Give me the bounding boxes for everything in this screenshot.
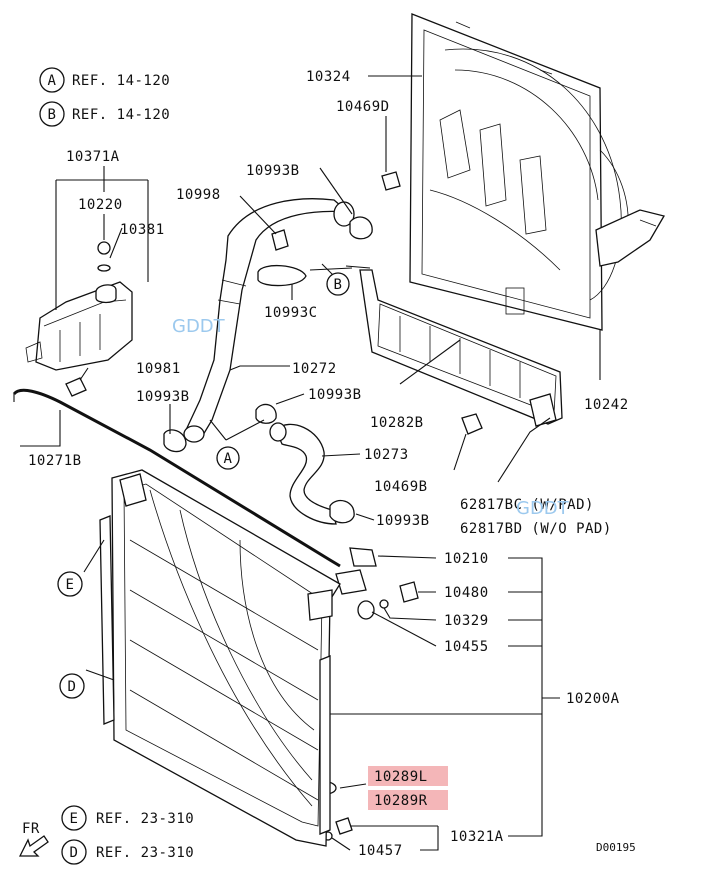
part-10324: 10324 [306, 69, 351, 85]
part-10469D: 10469D [336, 99, 390, 115]
inline-callouts: B A E D [57, 272, 350, 699]
watermark: GDDT [172, 316, 226, 337]
front-arrow-icon [18, 835, 49, 857]
part-10480: 10480 [444, 585, 489, 601]
radiator [99, 469, 341, 847]
ref-b-letter: B [48, 107, 57, 123]
reference-legend: A REF. 14-120 B REF. 14-120 E REF. 23-31… [39, 67, 194, 865]
part-10220: 10220 [78, 197, 123, 213]
part-10993B-low: 10993B [376, 513, 430, 529]
part-10329: 10329 [444, 613, 489, 629]
part-10998: 10998 [176, 187, 221, 203]
ref-e-text: REF. 23-310 [96, 811, 194, 827]
callout-a: A [224, 451, 233, 467]
part-10289L: 10289L [374, 769, 428, 785]
part-10993B-left: 10993B [136, 389, 190, 405]
part-10993C: 10993C [264, 305, 318, 321]
part-62817BC: 62817BC (W/PAD) [460, 497, 594, 513]
part-10272: 10272 [292, 361, 337, 377]
lower-shroud [359, 269, 563, 427]
part-10371A: 10371A [66, 149, 120, 165]
part-10289R: 10289R [374, 793, 428, 809]
hose-clamps [163, 216, 373, 524]
part-labels: 10324 10469D 10371A 10220 10381 10993B 1… [28, 69, 629, 859]
front-direction-indicator: FR [18, 821, 49, 857]
upper-hose [183, 198, 355, 443]
highlight-10289R [368, 790, 448, 810]
part-10993B-mid: 10993B [308, 387, 362, 403]
fr-label: FR [22, 821, 40, 837]
part-10981: 10981 [136, 361, 181, 377]
callout-e: E [66, 577, 75, 593]
ref-e-letter: E [70, 811, 79, 827]
part-10200A: 10200A [566, 691, 620, 707]
diagram-code: D00195 [596, 841, 636, 854]
leader-lines [20, 75, 601, 851]
part-10282B: 10282B [370, 415, 424, 431]
reserve-tank [25, 241, 133, 371]
ref-b-text: REF. 14-120 [72, 107, 170, 123]
part-62817BD: 62817BD (W/O PAD) [460, 521, 612, 537]
part-10381: 10381 [120, 222, 165, 238]
ref-a-text: REF. 14-120 [72, 73, 170, 89]
part-10469B: 10469B [374, 479, 428, 495]
part-10242: 10242 [584, 397, 629, 413]
callout-b: B [334, 277, 343, 293]
overflow-hose [12, 388, 341, 568]
ref-d-text: REF. 23-310 [96, 845, 194, 861]
lower-hose [269, 422, 337, 525]
bolts [65, 171, 483, 841]
part-10457: 10457 [358, 843, 403, 859]
part-10273: 10273 [364, 447, 409, 463]
part-10321A: 10321A [450, 829, 504, 845]
part-10271B: 10271B [28, 453, 82, 469]
watermark: GDDT [516, 498, 570, 519]
callout-d: D [68, 679, 77, 695]
part-10210: 10210 [444, 551, 489, 567]
fan-shroud [409, 13, 665, 331]
ref-d-letter: D [70, 845, 79, 861]
highlight-10289L [368, 766, 448, 786]
part-10455: 10455 [444, 639, 489, 655]
part-10993B-top: 10993B [246, 163, 300, 179]
ref-a-letter: A [48, 73, 57, 89]
